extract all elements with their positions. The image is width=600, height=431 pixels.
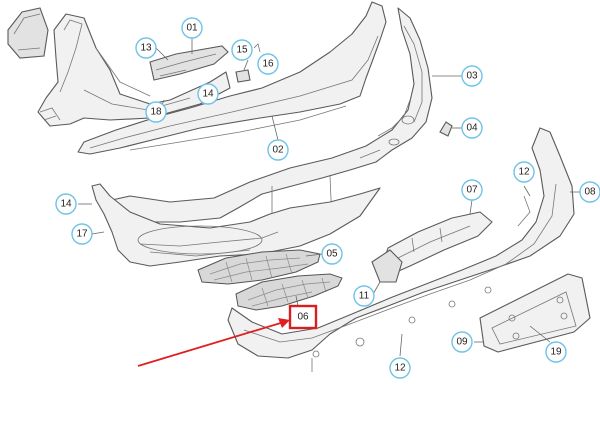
svg-text:19: 19 [550,347,562,358]
callout-14-lower: 14 [55,193,77,215]
callout-12-upper: 12 [513,161,535,183]
callout-18: 18 [145,101,167,123]
callout-17: 17 [71,223,93,245]
svg-text:08: 08 [584,187,596,198]
svg-text:16: 16 [262,59,274,70]
svg-text:12: 12 [518,167,530,178]
part-03-carrier [111,7,433,229]
svg-text:13: 13 [140,43,152,54]
callout-12-lower: 12 [389,357,411,379]
svg-text:01: 01 [186,23,198,34]
callout-19: 19 [545,341,567,363]
svg-text:14: 14 [60,199,72,210]
part-08-rear-lower-cover [227,127,575,372]
highlight-arrow [137,318,290,367]
part-02-upper-cover [77,1,387,155]
callout-01: 01 [181,17,203,39]
lower-bumper-cover [91,183,381,267]
svg-text:14: 14 [202,89,214,100]
part-01-reinforcement [149,45,229,81]
svg-text:18: 18 [150,107,162,118]
part-06-grille-lower [235,273,343,311]
callout-04: 04 [461,117,483,139]
callout-09: 09 [451,331,473,353]
callout-08: 08 [579,181,600,203]
callout-05: 05 [321,243,343,265]
svg-text:03: 03 [466,71,478,82]
callout-11: 11 [353,285,375,307]
callout-13: 13 [135,37,157,59]
svg-text:11: 11 [359,291,370,302]
svg-text:07: 07 [466,185,478,196]
svg-text:06: 06 [297,312,309,323]
svg-text:12: 12 [394,363,406,374]
callout-15: 15 [231,39,253,61]
svg-text:05: 05 [326,249,338,260]
callout-14-upper: 14 [197,83,219,105]
svg-text:15: 15 [236,45,248,56]
part-05-grille-upper [197,249,321,285]
callout-06-highlighted: 06 [288,304,318,330]
svg-text:02: 02 [272,145,284,156]
impact-absorber [37,13,231,127]
part-09-plate-panel [479,273,591,353]
part-04-clip [439,121,453,137]
svg-text:17: 17 [76,229,88,240]
svg-text:09: 09 [456,337,468,348]
callout-16: 16 [257,53,279,75]
part-07-bracket [371,211,493,283]
callout-07: 07 [461,179,483,201]
svg-text:04: 04 [466,123,478,134]
callout-02: 02 [267,139,289,161]
callout-03: 03 [461,65,483,87]
support-bracket-left [7,7,49,59]
